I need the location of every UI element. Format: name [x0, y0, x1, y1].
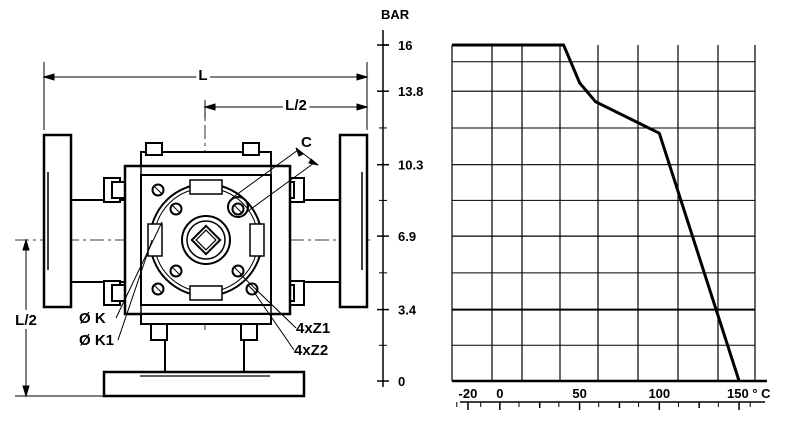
leader-k1 — [117, 239, 153, 341]
stem-outer — [181, 215, 231, 265]
x-tick-label: 50 — [572, 386, 586, 401]
bolt-hole — [245, 282, 259, 296]
x-axis-unit-label: ° C — [752, 386, 771, 401]
valve-drawing — [15, 62, 370, 398]
y-tick-label: 6.9 — [398, 229, 416, 244]
label-bolts-z2: 4xZ2 — [294, 342, 328, 359]
x-tick-label: 150 ° C — [727, 386, 771, 401]
y-tick-label: 0 — [398, 374, 405, 389]
y-tick-label: 16 — [398, 38, 412, 53]
stem-square — [190, 224, 222, 256]
bolt-hole — [227, 196, 249, 218]
bolt-hole — [151, 282, 165, 296]
y-tick-label: 10.3 — [398, 158, 423, 173]
dimension-l — [42, 62, 369, 130]
x-tick-label: -20 — [459, 386, 478, 401]
bolt-hole — [151, 183, 165, 197]
y-axis-label: BAR — [381, 7, 410, 22]
dimension-half-l-top — [203, 100, 369, 118]
label-dia-k1: Ø K1 — [79, 332, 114, 349]
leader-z1 — [239, 273, 297, 329]
y-tick-label: 3.4 — [398, 303, 417, 318]
x-axis-ticks: -20 0 50 100 150 ° C — [456, 386, 771, 410]
label-dia-k: Ø K — [79, 310, 106, 327]
bolt-hole — [169, 202, 183, 216]
leader-k — [115, 221, 163, 319]
pressure-temperature-chart: BAR 0 3.4 6.9 10.3 13.8 16 -20 0 50 100 150 ° C — [377, 7, 771, 410]
y-tick-label: 13.8 — [398, 84, 423, 99]
bolt-hole — [169, 264, 183, 278]
y-axis-ticks: 0 3.4 6.9 10.3 13.8 16 — [377, 38, 423, 389]
label-length: L — [198, 67, 207, 84]
series-line — [452, 43, 741, 382]
dimension-half-l-side — [15, 238, 104, 398]
x-tick-label: 100 — [648, 386, 670, 401]
label-half-length-side: L/2 — [15, 312, 37, 329]
bolt-hole — [231, 264, 245, 278]
plot-area — [451, 43, 767, 383]
label-clearance: C — [301, 134, 312, 151]
label-bolts-z1: 4xZ1 — [296, 320, 330, 337]
dimension-c — [231, 147, 319, 215]
leader-z2 — [253, 291, 295, 351]
right-flange — [338, 133, 369, 309]
x-tick-label: 0 — [496, 386, 503, 401]
label-half-length-top: L/2 — [285, 97, 307, 114]
bolt-hole — [231, 202, 245, 216]
